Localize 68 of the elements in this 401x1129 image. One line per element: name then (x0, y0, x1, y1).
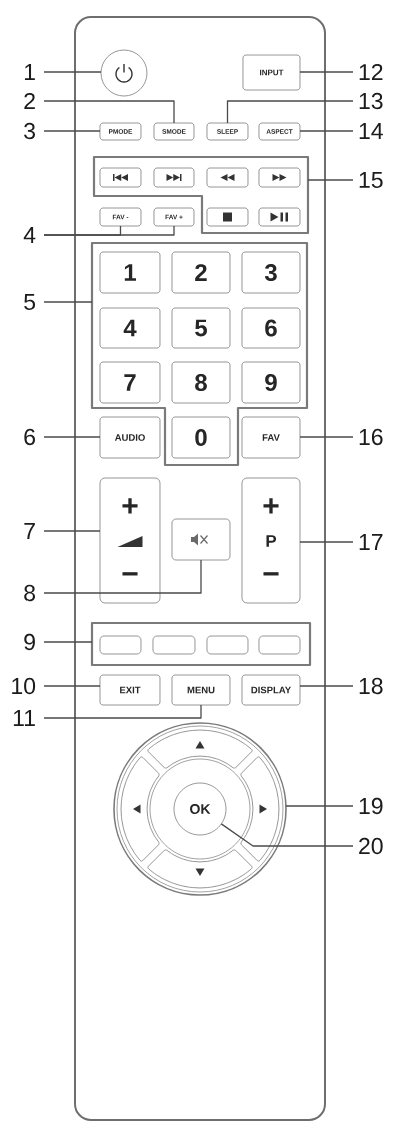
direction-pad (113, 722, 287, 896)
remote-button: MENU (171, 674, 231, 706)
callout-number: 11 (13, 710, 35, 726)
number-key: 0 (171, 416, 231, 459)
remote-button: INPUT (242, 54, 301, 91)
leader-line (299, 130, 354, 132)
rocker-button: + P − (241, 477, 301, 604)
callout-number: 19 (359, 797, 383, 815)
callout-number: 14 (359, 123, 383, 139)
leader-line (43, 436, 101, 438)
callout-number: 8 (24, 584, 35, 602)
leader-line (43, 641, 93, 643)
callout-number: 7 (24, 523, 35, 539)
remote-body (74, 16, 326, 1121)
number-key: 1 (99, 251, 161, 294)
callout-number: 1 (24, 64, 35, 80)
leader-line (43, 130, 101, 132)
number-key: 7 (99, 361, 161, 404)
blank-button (258, 635, 301, 655)
leader-line (43, 225, 175, 236)
ok-button: OK (173, 782, 227, 836)
callout-number: 18 (359, 677, 383, 695)
button-group-frame (92, 155, 310, 235)
callout-number: 6 (24, 428, 35, 446)
callout-number: 16 (359, 428, 383, 446)
blank-button (206, 635, 249, 655)
callout-number: 4 (23, 227, 36, 243)
leader-line (43, 100, 175, 124)
callout-number: 20 (359, 837, 383, 855)
leader-line (43, 301, 93, 303)
callout-number: 10 (12, 677, 36, 695)
callout-number: 2 (24, 93, 35, 110)
number-key: 4 (99, 307, 161, 349)
callout-number: 9 (24, 633, 35, 651)
leader-line (299, 541, 354, 543)
remote-button: FAV (241, 416, 301, 459)
callout-number: 5 (24, 294, 36, 311)
rocker-button: + − (99, 477, 161, 604)
leader-line (43, 704, 202, 719)
number-key: 5 (171, 307, 231, 349)
number-key: 9 (241, 361, 301, 404)
button-group-frame (90, 241, 309, 467)
leader-line (299, 71, 354, 73)
remote-button: AUDIO (99, 416, 161, 459)
leader-line (299, 685, 354, 687)
leader-line (43, 530, 101, 532)
leader-line (43, 685, 101, 687)
leader-line (220, 823, 354, 847)
remote-button: EXIT (99, 674, 161, 706)
leader-line (43, 559, 202, 594)
number-key: 8 (171, 361, 231, 404)
blank-button (152, 635, 196, 655)
leader-line (299, 436, 354, 438)
leader-line (307, 179, 354, 181)
number-key: 3 (241, 251, 301, 294)
callout-number: 17 (359, 534, 383, 550)
leader-line (285, 805, 354, 807)
remote-button: DISPLAY (241, 674, 301, 706)
leader-line (226, 100, 354, 124)
blank-button (99, 635, 142, 655)
callout-number: 13 (359, 92, 383, 110)
callout-number: 3 (24, 122, 35, 140)
callout-number: 12 (359, 64, 383, 81)
callout-number: 15 (359, 172, 383, 189)
number-key: 2 (171, 251, 231, 294)
leader-line (43, 71, 102, 73)
number-key: 6 (241, 307, 301, 349)
button-group-frame (90, 621, 312, 667)
